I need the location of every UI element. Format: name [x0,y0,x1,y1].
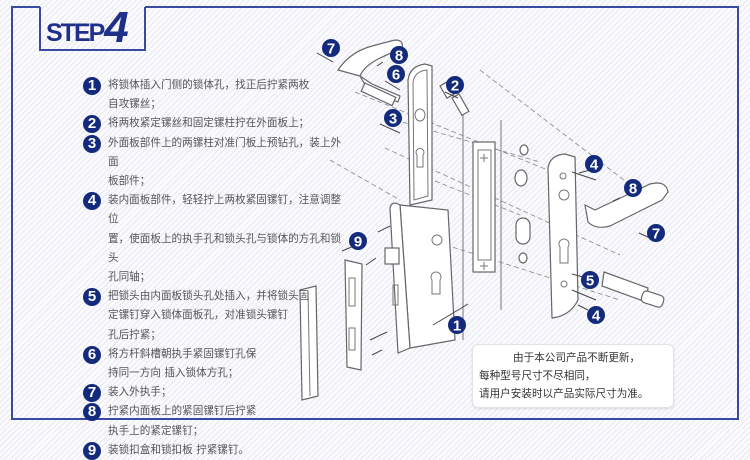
svg-text:8: 8 [629,181,637,198]
step-text: 装入外执手； [108,386,172,399]
svg-text:1: 1 [453,318,461,335]
step-text: 执手上的紧定镙钉； [108,424,204,437]
step-item-6: 6 将方杆斜槽朝执手紧固镙钉孔保 持同一方向 插入锁体方孔； [83,345,348,383]
step-number: 4 [104,3,129,52]
step-item-3: 3 外面板部件上的两镙柱对准门板上预钻孔，装上外面 板部件； [83,134,348,192]
callout-7-inner: 7 [647,224,665,243]
step-badge: 3 [83,134,101,153]
note-line: 每种型号尺寸不尽相同， [479,370,596,382]
note-line: 请用户安装时以产品实际尺寸为准。 [479,388,649,400]
callout-1: 1 [448,316,466,335]
lock-exploded-diagram: 7 8 6 2 3 4 8 7 9 5 4 1 [299,39,669,401]
callout-5: 5 [581,271,599,290]
step-text: 自攻镙丝； [108,98,161,111]
step-item-7: 7 装入外执手； [83,383,348,403]
step-text: 板部件； [108,175,151,188]
callout-7-outer: 7 [322,39,340,58]
step-badge: 8 [83,403,101,422]
step-badge: 6 [83,345,101,364]
svg-text:7: 7 [327,41,335,58]
step-heading: STEP 4 [46,3,129,52]
installation-steps: 1 将锁体插入门侧的锁体孔，找正后拧紧两枚 自攻镙丝； 2 将两枚紧定镙丝和固定… [83,76,348,460]
callout-4-bottom: 4 [587,306,605,325]
lock-body-screws [365,225,391,356]
callout-6: 6 [387,65,405,84]
callout-9: 9 [349,232,367,251]
step-text: 将方杆斜槽朝执手紧固镙钉孔保 [108,347,257,360]
inner-screw [571,289,597,301]
svg-text:2: 2 [451,78,459,95]
door-holes [514,144,531,264]
callout-4-top: 4 [585,155,603,174]
step-badge: 7 [83,384,101,403]
step-badge: 2 [83,115,101,134]
svg-text:5: 5 [586,273,594,290]
step-text: 置，使面板上的执手孔和锁头孔与锁体的方孔和锁头 [108,232,342,264]
outer-plate [407,63,433,206]
step-text: 装内面板部件，轻轻拧上两枚紧固镙钉，注意调整位 [108,194,342,226]
svg-text:4: 4 [590,157,599,174]
strike-plate [344,259,363,371]
step-item-1: 1 将锁体插入门侧的锁体孔，找正后拧紧两枚 自攻镙丝； [83,76,348,114]
step-badge: 5 [83,288,101,307]
step-item-5: 5 把锁头由内面板锁头孔处插入，并将锁头固 定镙钉穿入锁体面板孔，对准锁头镙钉 … [83,287,348,345]
lock-body [384,202,456,354]
step-text: 定镙钉穿入锁体面板孔，对准锁头镙钉 [108,309,289,322]
step-text: 装锁扣盒和锁扣板 拧紧镙钉。 [108,443,250,456]
lock-cylinder [601,271,665,308]
disclaimer-note: 由于本公司产品不断更新， 每种型号尺寸不尽相同， 请用户安装时以产品实际尺寸为准… [472,344,674,408]
step-badge: 1 [83,77,101,95]
svg-text:4: 4 [592,308,601,325]
svg-text:7: 7 [652,226,660,243]
step-text: 把锁头由内面板锁头孔处插入，并将锁头固 [108,290,310,303]
step-item-4: 4 装内面板部件，轻轻拧上两枚紧固镙钉，注意调整位 置，使面板上的执手孔和锁头孔… [83,191,348,287]
step-item-9: 9 装锁扣盒和锁扣板 拧紧镙钉。 [83,441,348,460]
inner-screw [571,171,597,181]
callout-8-inner: 8 [624,179,642,198]
step-text: 持同一方向 插入锁体方孔； [108,367,239,380]
callout-3: 3 [384,109,402,128]
step-text: 孔同轴； [108,271,151,284]
inner-plate [547,153,579,319]
svg-text:8: 8 [395,48,403,65]
svg-text:6: 6 [392,67,400,84]
step-text: 孔后拧紧； [108,328,161,341]
step-frame [11,6,739,420]
svg-text:3: 3 [389,111,397,128]
step-text: 拧紧内面板上的紧固镙钉后拧紧 [108,405,257,418]
step-text: 将锁体插入门侧的锁体孔，找正后拧紧两枚 [108,79,310,91]
inner-handle [584,182,669,228]
step-word: STEP [46,19,105,47]
step-item-2: 2 将两枚紧定镙丝和固定镙柱拧在外面板上； [83,114,348,134]
step-item-8: 8 拧紧内面板上的紧固镙钉后拧紧 执手上的紧定镙钉； [83,402,348,440]
note-line: 由于本公司产品不断更新， [513,352,641,364]
step-badge: 4 [83,192,101,211]
callout-2: 2 [446,76,464,95]
strike-box [472,141,496,273]
svg-text:9: 9 [354,234,362,251]
step-badge: 9 [83,441,101,460]
step-text: 外面板部件上的两镙柱对准门板上预钻孔，装上外面 [108,136,342,168]
direction-arrows [316,52,651,326]
outer-handle [337,39,403,107]
strike-box-separate [299,285,319,401]
callout-8-outer: 8 [390,46,408,65]
step-text: 将两枚紧定镙丝和固定镙柱拧在外面板上； [108,117,310,130]
